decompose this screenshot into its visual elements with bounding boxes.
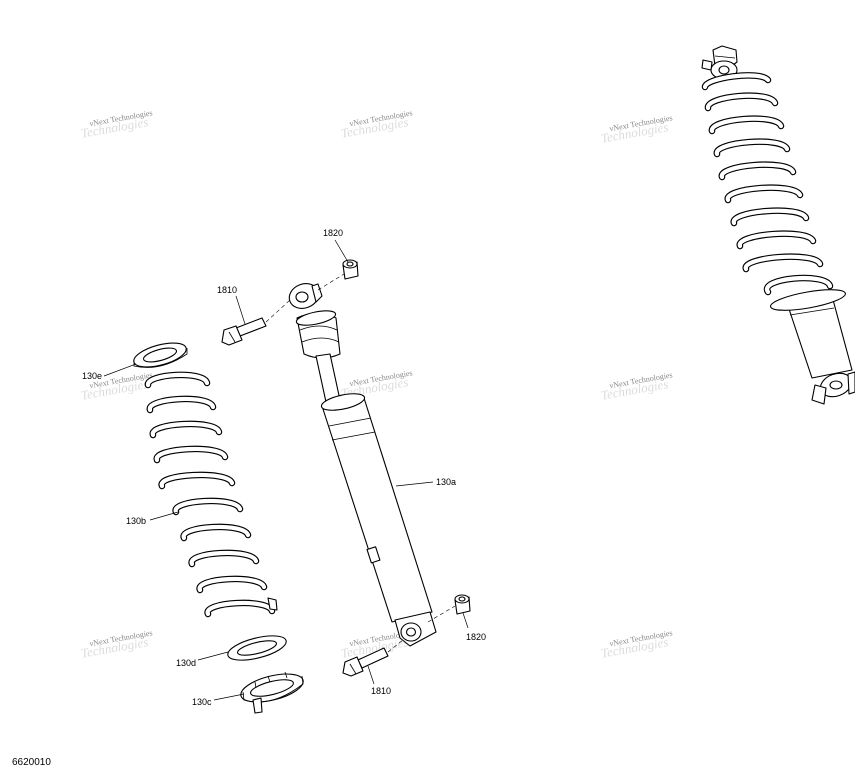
assembled-shock-absorber <box>701 45 855 405</box>
callout-130d: 130d <box>176 658 196 668</box>
figure-id: 6620010 <box>12 757 51 768</box>
callout-130c: 130c <box>192 697 212 707</box>
callout-130b: 130b <box>126 516 146 526</box>
part-130a-damper <box>288 283 437 647</box>
callout-130e: 130e <box>82 371 102 381</box>
callout-1810-bottom: 1810 <box>371 686 391 696</box>
part-1820-bushing-bottom <box>454 594 471 615</box>
part-1820-bushing-top <box>342 259 359 280</box>
part-1810-bolt-top <box>221 317 267 346</box>
callout-1820-bottom: 1820 <box>466 632 486 642</box>
assembly-lines <box>265 273 456 653</box>
part-130c-adjuster-ring <box>240 671 304 714</box>
part-130e-spring-seat <box>133 342 188 368</box>
callout-130a: 130a <box>436 477 456 487</box>
callout-1820-top: 1820 <box>323 228 343 238</box>
leader-lines <box>103 239 469 701</box>
part-130d-spring-seat <box>227 635 287 661</box>
callout-labels: 1820 1810 130e 130a 130b 1820 130d 1810 … <box>82 228 486 707</box>
callout-1810-top: 1810 <box>217 285 237 295</box>
assembled-spring <box>701 72 834 296</box>
part-1810-bolt-bottom <box>342 647 389 677</box>
part-130b-coil-spring <box>144 371 278 618</box>
